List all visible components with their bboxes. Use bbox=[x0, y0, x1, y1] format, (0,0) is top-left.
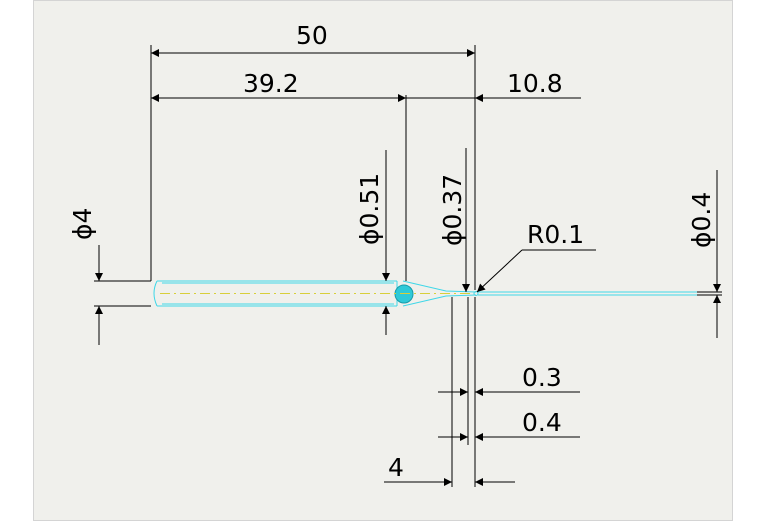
dim-offset-03: 0.3 bbox=[438, 363, 580, 396]
dim-offset-4: 4 bbox=[384, 453, 515, 486]
dim-tip-length-label: 10.8 bbox=[507, 69, 563, 98]
dim-tip-end-diameter-label: ϕ0.4 bbox=[687, 192, 716, 248]
dim-overall-length-label: 50 bbox=[296, 21, 328, 50]
dim-tip-radius: R0.1 bbox=[476, 220, 596, 293]
dim-offset-4-label: 4 bbox=[388, 453, 404, 482]
dim-offset-04-label: 0.4 bbox=[522, 408, 562, 437]
tip-radius-marker bbox=[473, 291, 479, 296]
dim-shank-diameter: ϕ4 bbox=[68, 208, 103, 345]
dim-neck-diameter-label: ϕ0.51 bbox=[355, 173, 384, 245]
dim-tip-diameter-label: ϕ0.37 bbox=[438, 174, 467, 246]
dim-overall-length: 50 bbox=[151, 21, 475, 57]
dim-shank-diameter-label: ϕ4 bbox=[68, 208, 97, 240]
dim-tip-radius-label: R0.1 bbox=[527, 220, 584, 249]
dim-tip-length: 10.8 bbox=[406, 69, 581, 102]
dim-tip-diameter: ϕ0.37 bbox=[438, 148, 470, 292]
dim-offset-04: 0.4 bbox=[438, 408, 580, 441]
tool-body bbox=[153, 280, 722, 307]
dim-shank-length: 39.2 bbox=[151, 69, 406, 102]
dim-neck-diameter: ϕ0.51 bbox=[355, 150, 390, 335]
tip-outline bbox=[478, 291, 722, 296]
drawing-canvas bbox=[33, 0, 733, 521]
dim-shank-length-label: 39.2 bbox=[243, 69, 299, 98]
shank-inner-outline bbox=[162, 282, 394, 305]
extension-lines bbox=[94, 45, 722, 487]
shank-outline bbox=[153, 280, 398, 307]
dim-tip-end-diameter: ϕ0.4 bbox=[687, 170, 721, 338]
dim-offset-03-label: 0.3 bbox=[522, 363, 562, 392]
